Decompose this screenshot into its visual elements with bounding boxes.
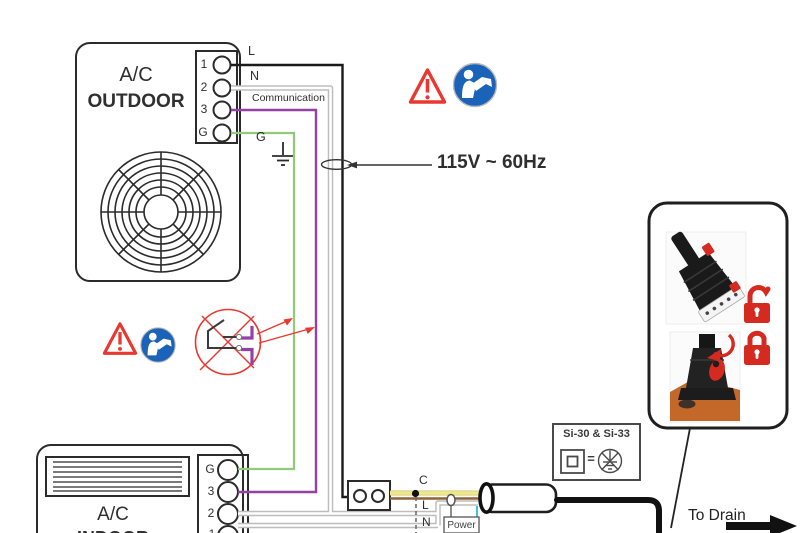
power-plug: [478, 481, 558, 514]
wire-neutral: [231, 85, 478, 529]
wire-communication: [231, 108, 318, 494]
indoor-vent-grille: [45, 456, 190, 497]
power-wires-ellipse: [320, 158, 353, 170]
indoor-unit-name: A/C: [97, 504, 129, 525]
panel-callout-line: [670, 427, 691, 529]
outdoor-fan-grille-icon: [100, 151, 222, 273]
power-callout-label: Power: [447, 520, 476, 531]
padlock-closed-icon: [744, 330, 770, 365]
si-models-label: Si-30 & Si-33: [563, 428, 630, 440]
outdoor-terminal-label-1: 1: [200, 57, 208, 71]
indoor-terminal-label-1: 1: [206, 527, 218, 533]
plug-label-n: N: [422, 515, 431, 529]
outdoor-terminal-block: [195, 50, 238, 144]
junction-box: [347, 480, 391, 511]
wire-label-ground: G: [256, 130, 266, 144]
to-drain-label: To Drain: [688, 507, 746, 524]
indoor-unit-box: [36, 444, 244, 533]
outdoor-unit-name: A/C: [119, 64, 153, 86]
test-point-dot: [411, 489, 420, 498]
si-equals-sign: =: [587, 451, 595, 466]
rotate-arrow-icon: [707, 333, 735, 361]
plug-photo-locked: [669, 331, 741, 423]
no-earth-icon: [597, 448, 623, 474]
indoor-terminal-label-2: 2: [207, 506, 215, 520]
si-models-box: [552, 423, 641, 481]
outdoor-unit-box: [75, 42, 241, 282]
outdoor-unit-type: OUTDOOR: [87, 91, 185, 112]
power-rating-label: 115V ~ 60Hz: [437, 152, 547, 173]
padlock-open-icon: [744, 285, 771, 323]
double-insulation-icon: [560, 449, 585, 474]
plug-label-c: C: [419, 473, 428, 487]
read-manual-icon: [452, 62, 498, 108]
wire-live: [231, 63, 348, 499]
to-drain-arrow-icon: [726, 515, 797, 533]
wire-label-communication: Communication: [252, 92, 325, 104]
splice-pointer-arrows: [256, 318, 315, 344]
warning-icon: [408, 68, 447, 104]
indoor-terminal-label-g: G: [205, 462, 215, 476]
ground-symbol-icon: [272, 142, 294, 166]
wire-label-neutral: N: [250, 69, 260, 83]
power-callout: [443, 493, 480, 533]
power-cord: [554, 497, 662, 533]
indoor-terminal-label-3: 3: [207, 484, 215, 498]
warning-icon: [102, 322, 138, 355]
wire-label-live: L: [248, 44, 255, 58]
outdoor-terminal-label-3: 3: [200, 102, 208, 116]
indoor-unit-type: INDOOR: [58, 528, 168, 533]
outdoor-terminal-label-g: G: [198, 125, 208, 139]
no-splice-icon: [194, 308, 262, 376]
outdoor-terminal-label-2: 2: [200, 80, 208, 94]
read-manual-icon: [140, 327, 176, 363]
plug-label-l: L: [422, 498, 429, 512]
plug-photo-unlocked: [665, 231, 747, 325]
wire-ground: [231, 131, 296, 471]
voltage-arrow: [347, 161, 432, 169]
